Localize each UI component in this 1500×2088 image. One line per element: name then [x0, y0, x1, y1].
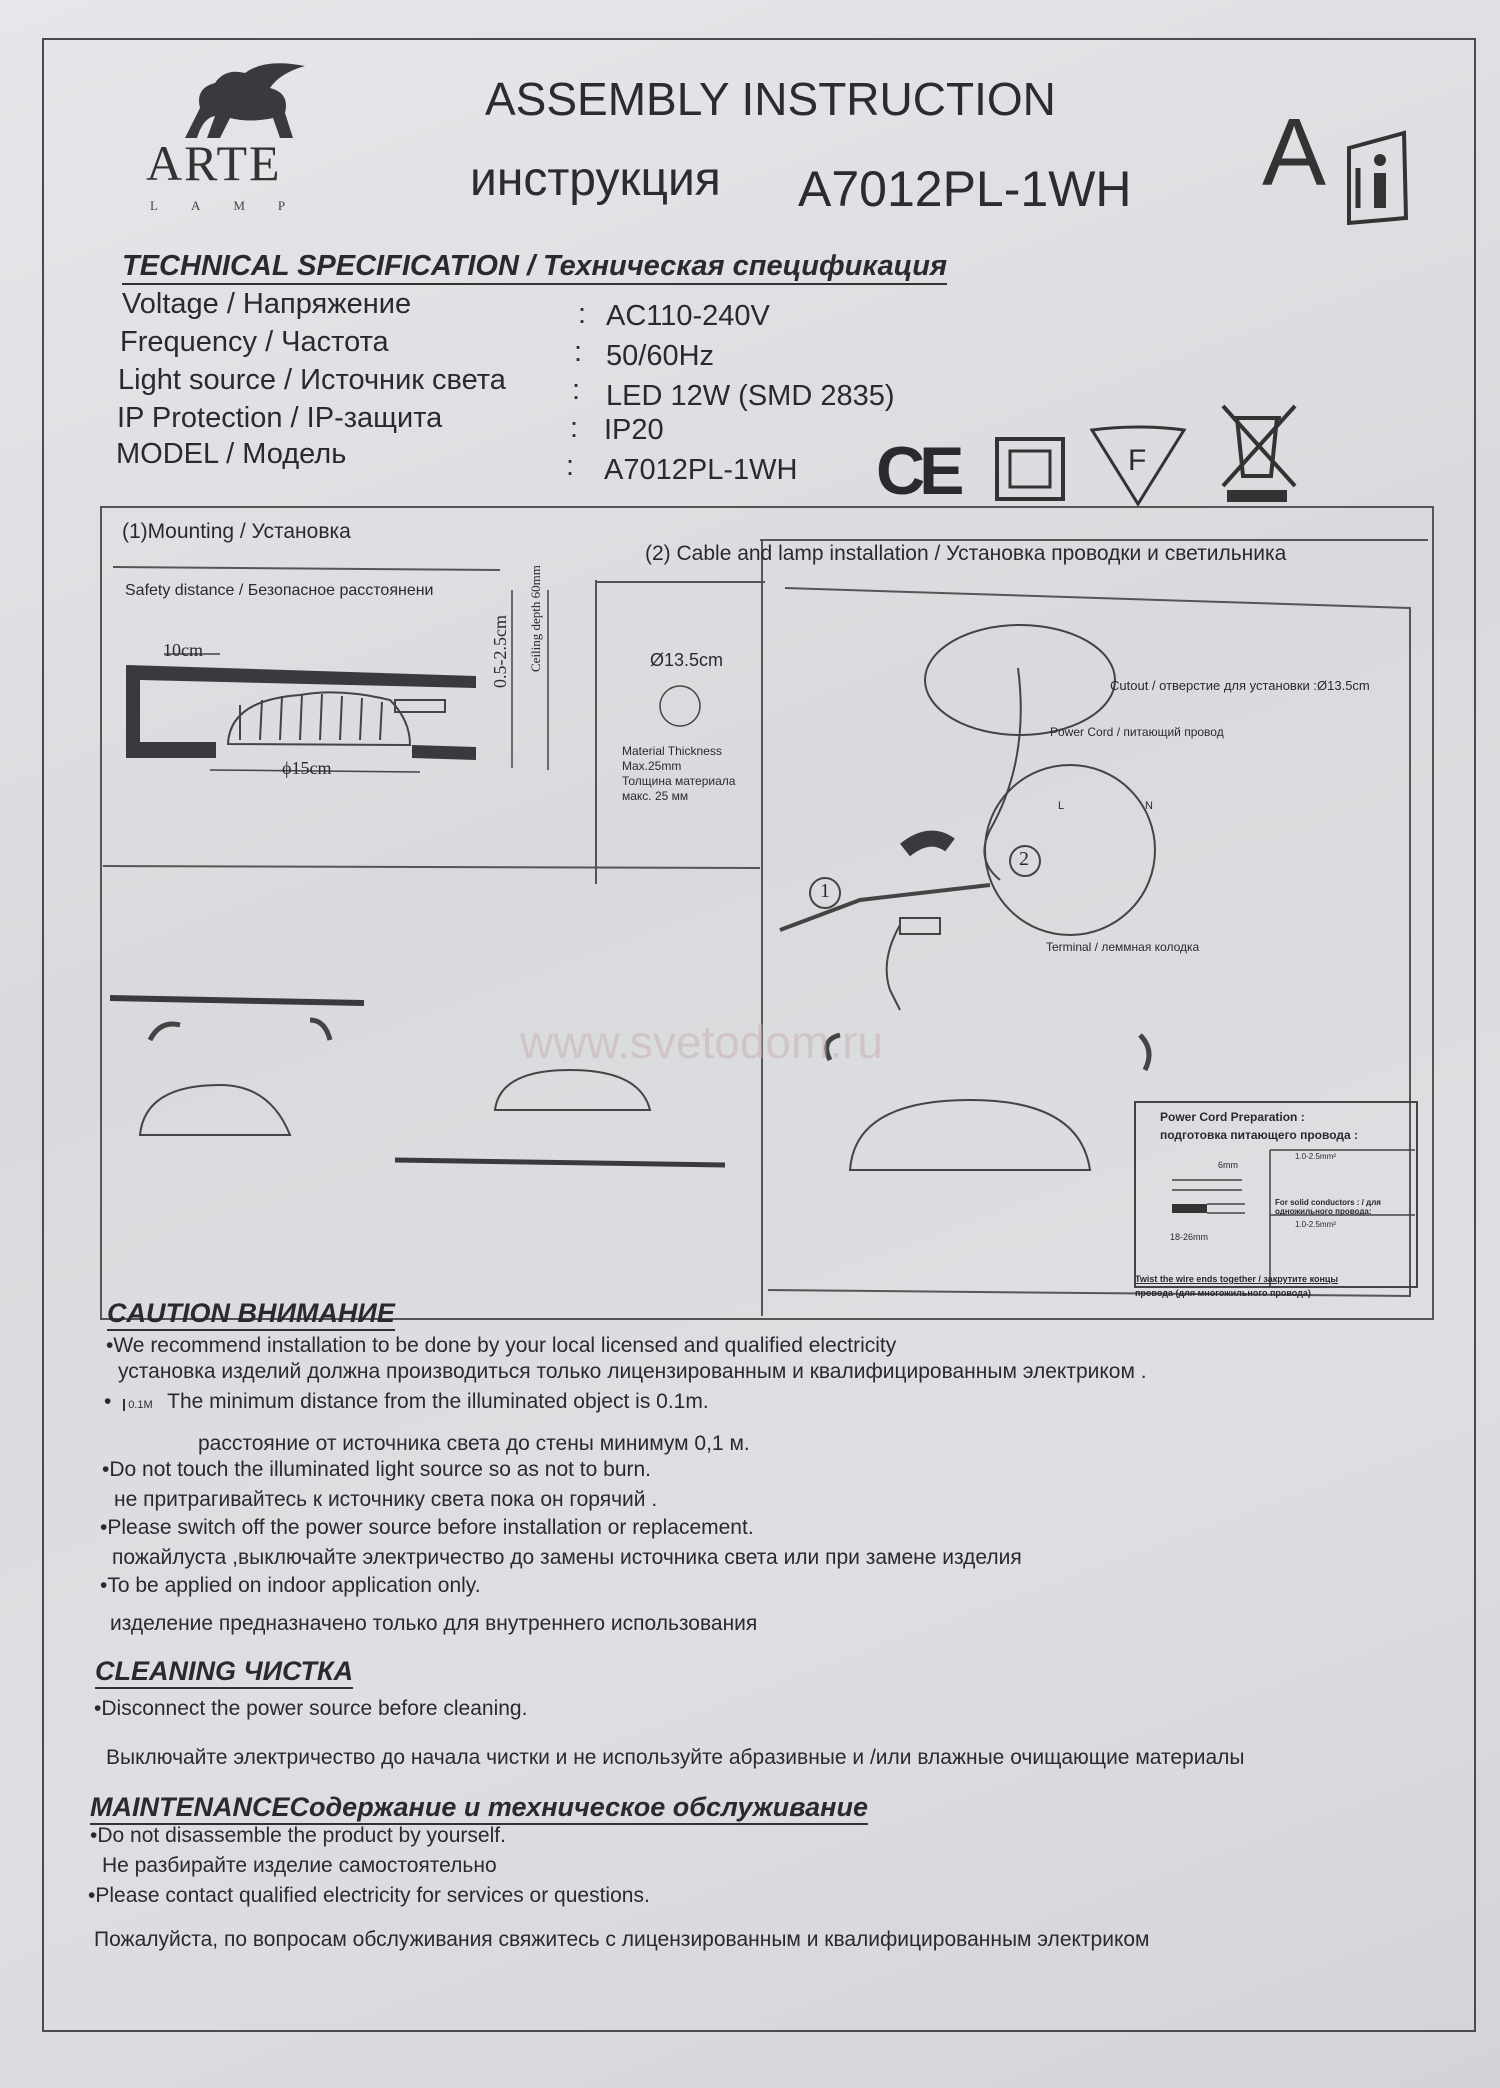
caution-text-ru: расстояние от источника света до стены м…: [198, 1432, 750, 1455]
caution-item-5: •To be applied on indoor application onl…: [100, 1574, 481, 1597]
caution-text-en: Do not touch the illuminated light sourc…: [109, 1458, 652, 1481]
title-ru: инструкция: [470, 153, 721, 206]
installation-diagrams: [100, 506, 1434, 1320]
prep-twist: Twist the wire ends together / закрутите…: [1135, 1274, 1339, 1284]
cable-panel-border: [767, 587, 1411, 1298]
cleaning-text-ru: Выключайте электричество до начала чистк…: [106, 1746, 1245, 1769]
caution-item-4: •Please switch off the power source befo…: [100, 1516, 754, 1539]
power-cord-prep-box: [1134, 1101, 1418, 1288]
title-model: A7012PL-1WH: [798, 161, 1132, 217]
title-en: ASSEMBLY INSTRUCTION: [485, 73, 1056, 125]
step-2-marker: 2: [1019, 848, 1029, 870]
maintenance-text-ru: Не разбирайте изделие самостоятельно: [102, 1854, 497, 1877]
spec-separator: :: [572, 374, 581, 406]
prep-solid: For solid conductors : / для: [1275, 1198, 1381, 1207]
prep-title-en: Power Cord Preparation :: [1160, 1110, 1305, 1124]
prep-6mm: 6mm: [1218, 1160, 1238, 1170]
caution-text-en: The minimum distance from the illuminate…: [167, 1390, 709, 1413]
dim-gap: 0.5-2.5cm: [490, 615, 510, 688]
prep-twist-ru: провода (для многожильного провода): [1135, 1288, 1311, 1298]
cable-installation-drawing: [779, 624, 1156, 1011]
caution-text-en: Please switch off the power source befor…: [107, 1516, 754, 1539]
spec-value-light-source: LED 12W (SMD 2835): [606, 380, 895, 412]
spec-separator: :: [574, 336, 583, 368]
caution-text-en: We recommend installation to be done by …: [113, 1334, 897, 1357]
caution-text-en: To be applied on indoor application only…: [107, 1574, 481, 1597]
maintenance-item-2: •Please contact qualified electricity fo…: [88, 1884, 650, 1907]
mounting-cross-section: [126, 590, 549, 773]
brand-logo: ARTE: [146, 135, 282, 191]
dim-10cm: 10cm: [163, 640, 203, 660]
power-cord-label: Power Cord / питающий провод: [1050, 725, 1224, 739]
material-line: Толщина материала: [622, 774, 736, 788]
terminal-mark-n: N: [1145, 800, 1153, 812]
spec-separator: :: [578, 298, 587, 330]
terminal-mark-l: L: [1058, 800, 1065, 812]
maintenance-heading: MAINTENANCEСодержание и техническое обсл…: [90, 1792, 868, 1825]
manual-icon-letter: A: [1262, 99, 1327, 206]
step-1-marker: 1: [820, 880, 830, 902]
dim-ceiling-depth: Ceiling depth 60mm: [528, 565, 543, 672]
read-instructions-icon: A: [1262, 99, 1422, 228]
cutout-label: Cutout / отверстие для установки :Ø13.5c…: [1110, 678, 1370, 693]
brand-logo-sub: LAMP: [150, 198, 319, 213]
cleaning-heading: CLEANING ЧИСТКА: [95, 1656, 354, 1689]
spec-heading: TECHNICAL SPECIFICATION / Техническая сп…: [122, 250, 948, 285]
mounting-title: (1)Mounting / Установка: [122, 520, 351, 543]
f-mark-icon: [1089, 425, 1187, 507]
caution-item-1: •We recommend installation to be done by…: [106, 1334, 897, 1357]
maintenance-text-en: Please contact qualified electricity for…: [95, 1884, 650, 1907]
material-line: Material Thickness: [622, 744, 722, 758]
spec-label-light-source: Light source / Источник света: [118, 364, 506, 396]
caution-item-2: • 0.1M The minimum distance from the ill…: [104, 1390, 709, 1413]
caution-text-ru: установка изделий должна производиться т…: [118, 1360, 1147, 1383]
cutout-detail-icon: [659, 685, 701, 727]
weee-bin-icon: [1221, 404, 1297, 502]
cutout-diameter: Ø13.5cm: [650, 650, 724, 670]
caution-heading: CAUTION ВНИМАНИЕ: [107, 1298, 395, 1331]
material-line: Max.25mm: [622, 759, 682, 773]
terminal-label: Terminal / леммная колодка: [1046, 940, 1200, 954]
caution-text-ru: не притрагивайтесь к источнику света пок…: [114, 1488, 658, 1511]
spec-value-ip: IP20: [604, 414, 664, 446]
prep-cross-section-1: 1.0-2.5mm²: [1295, 1152, 1336, 1161]
spec-value-frequency: 50/60Hz: [606, 340, 715, 372]
safety-distance-label: Safety distance / Безопасное расстоянени: [125, 582, 434, 599]
dim-15cm: ϕ15cm: [282, 758, 332, 778]
caution-item-3: •Do not touch the illuminated light sour…: [102, 1458, 652, 1481]
f-mark-letter: F: [1128, 444, 1147, 477]
material-line: макс. 25 мм: [622, 789, 689, 803]
page-border: [42, 38, 1476, 2032]
spec-label-ip: IP Protection / IP-защита: [117, 402, 443, 434]
spec-value-voltage: AC110-240V: [606, 300, 770, 332]
material-thickness: Material Thickness Max.25mm Толщина мате…: [622, 744, 735, 804]
distance-icon: 0.1M: [123, 1399, 156, 1411]
caution-text-ru: изделение предназначено только для внутр…: [110, 1612, 758, 1635]
class-ii-icon: [995, 437, 1065, 501]
cleaning-text-en: Disconnect the power source before clean…: [101, 1697, 528, 1720]
maintenance-item-1: •Do not disassemble the product by yours…: [90, 1824, 506, 1847]
diagram-drawing: www.svetodom.ru: [102, 539, 1428, 1316]
griffin-logo-icon: [185, 63, 305, 138]
ce-mark-icon: CE: [876, 433, 965, 509]
spec-label-model: MODEL / Модель: [116, 438, 347, 470]
cleaning-item-1: •Disconnect the power source before clea…: [94, 1697, 528, 1720]
prep-solid-ru: одножильного провода:: [1275, 1207, 1372, 1216]
prep-title-ru: подготовка питающего провода :: [1160, 1128, 1358, 1142]
spec-label-voltage: Voltage / Напряжение: [122, 288, 412, 320]
spec-label-frequency: Frequency / Частота: [120, 326, 389, 358]
spec-value-model: A7012PL-1WH: [604, 454, 798, 486]
cable-title: (2) Cable and lamp installation / Устано…: [645, 542, 1287, 565]
caution-text-ru: пожайлуста ,выключайте электричество до …: [112, 1546, 1022, 1569]
watermark: www.svetodom.ru: [519, 1016, 883, 1068]
spec-separator: :: [570, 412, 579, 444]
prep-cross-section-2: 1.0-2.5mm²: [1295, 1220, 1336, 1229]
spec-separator: :: [566, 450, 575, 482]
maintenance-text-en: Do not disassemble the product by yourse…: [97, 1824, 506, 1847]
prep-strip-length: 18-26mm: [1170, 1232, 1209, 1242]
divider-line: [102, 865, 761, 869]
lamp-install-sketches: [109, 995, 1152, 1171]
maintenance-text-ru: Пожалуйста, по вопросам обслуживания свя…: [94, 1928, 1150, 1951]
